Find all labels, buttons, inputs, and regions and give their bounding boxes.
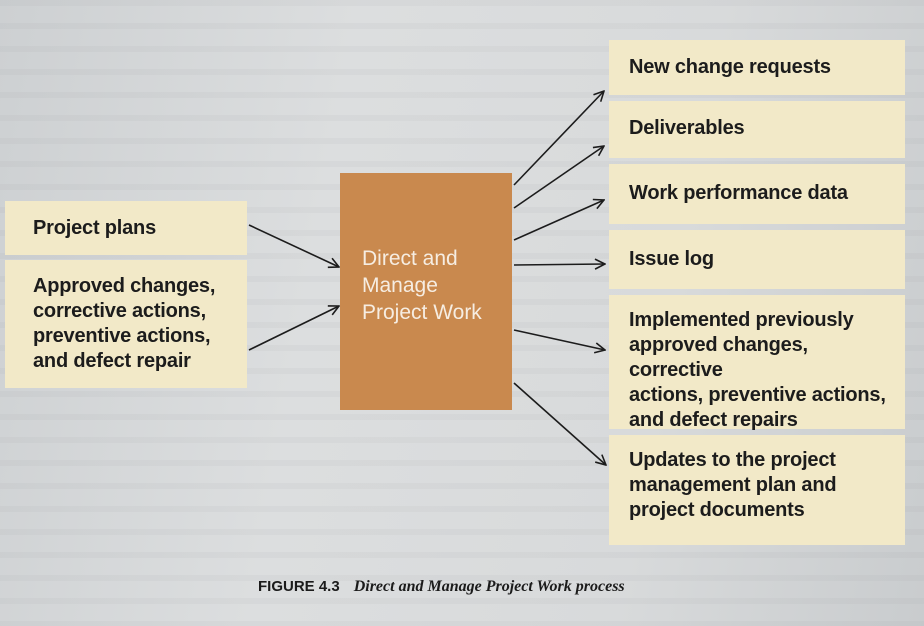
arrow-process-to-updates [513, 382, 606, 465]
output-deliverables-label: Deliverables [629, 117, 745, 139]
arrow-project-plans-to-process [248, 224, 339, 267]
arrow-process-to-issue-log [513, 264, 605, 265]
input-project-plans: Project plans [5, 201, 247, 255]
figure-title: Direct and Manage Project Work process [353, 578, 625, 595]
process-label-line-1: Direct and [362, 247, 458, 270]
figure-caption: FIGURE 4.3 Direct and Manage Project Work… [258, 578, 625, 596]
output-issue-log: Issue log [609, 230, 905, 289]
output-deliverables: Deliverables [609, 101, 905, 158]
output-updates-line-2: management plan and [629, 474, 837, 496]
input-approved-changes-line-1: Approved changes, [33, 275, 216, 297]
output-implemented-changes: Implemented previously approved changes,… [609, 295, 905, 431]
output-new-change-requests-label: New change requests [629, 56, 831, 78]
output-implemented-changes-line-1: Implemented previously [629, 309, 854, 331]
process-label-line-3: Project Work [362, 301, 482, 324]
input-approved-changes-line-2: corrective actions, [33, 300, 206, 322]
output-work-performance-data-label: Work performance data [629, 182, 848, 204]
output-implemented-changes-line-3: actions, preventive actions, [629, 384, 886, 406]
output-issue-log-label: Issue log [629, 248, 714, 270]
input-approved-changes-line-4: and defect repair [33, 350, 191, 372]
output-updates-line-1: Updates to the project [629, 449, 836, 471]
figure-number: FIGURE 4.3 [258, 578, 340, 595]
arrow-process-to-implemented-changes [513, 329, 605, 350]
output-updates-line-3: project documents [629, 499, 805, 521]
arrow-process-to-work-performance-data [513, 200, 604, 241]
process-label-line-2: Manage [362, 274, 438, 297]
input-approved-changes-line-3: preventive actions, [33, 325, 211, 347]
output-implemented-changes-line-4: and defect repairs [629, 409, 798, 431]
output-work-performance-data: Work performance data [609, 164, 905, 224]
output-new-change-requests: New change requests [609, 40, 905, 95]
arrow-process-to-deliverables [513, 146, 604, 209]
output-updates: Updates to the project management plan a… [609, 435, 905, 545]
arrow-process-to-new-change-requests [513, 91, 604, 186]
input-project-plans-label: Project plans [33, 217, 156, 239]
process-box: Direct and Manage Project Work [340, 173, 512, 410]
arrow-approved-changes-to-process [248, 306, 339, 351]
input-approved-changes: Approved changes, corrective actions, pr… [5, 260, 247, 388]
output-implemented-changes-line-2: approved changes, corrective [629, 334, 808, 381]
